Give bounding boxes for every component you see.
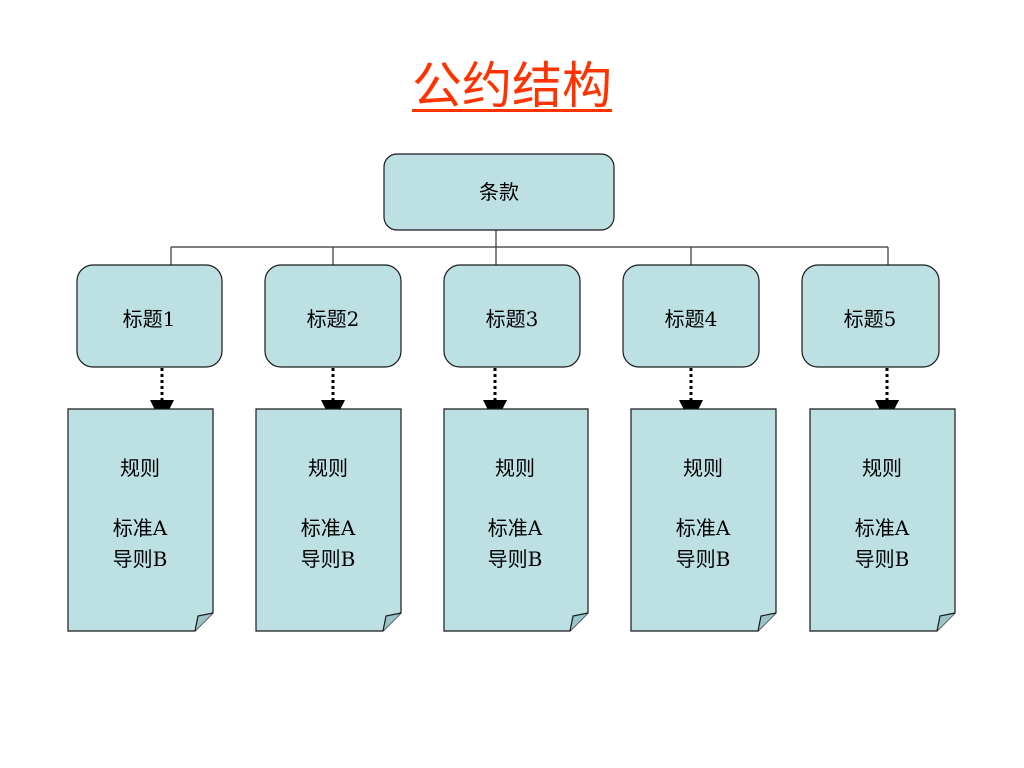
document-guide-5: 导则B: [855, 547, 910, 571]
document-standard-2: 标准A: [301, 516, 356, 540]
document-fold-2: [382, 612, 402, 632]
document-guide-2: 导则B: [301, 547, 356, 571]
heading-label-3: 标题3: [486, 307, 539, 331]
document-fold-4: [757, 612, 777, 632]
document-rule-2: 规则: [308, 456, 348, 480]
document-standard-1: 标准A: [113, 516, 168, 540]
document-standard-4: 标准A: [676, 516, 731, 540]
document-guide-3: 导则B: [488, 547, 543, 571]
document-rule-4: 规则: [683, 456, 723, 480]
heading-label-5: 标题5: [844, 307, 897, 331]
heading-node-2: 标题2: [264, 264, 402, 368]
document-rule-3: 规则: [495, 456, 535, 480]
document-node-2: 规则 标准A 导则B: [255, 408, 402, 632]
root-box: [383, 153, 615, 231]
dotted-arrows: [150, 368, 899, 424]
document-fold-3: [569, 612, 589, 632]
heading-box-4: [622, 264, 760, 368]
document-node-3: 规则 标准A 导则B: [443, 408, 589, 632]
document-rule-5: 规则: [862, 456, 902, 480]
heading-box-3: [443, 264, 581, 368]
heading-box-1: [76, 264, 223, 368]
heading-box-5: [801, 264, 940, 368]
document-guide-1: 导则B: [113, 547, 168, 571]
document-rule-1: 规则: [120, 456, 160, 480]
document-standard-5: 标准A: [855, 516, 910, 540]
root-label: 条款: [479, 180, 519, 204]
heading-node-1: 标题1: [76, 264, 223, 368]
document-standard-3: 标准A: [488, 516, 543, 540]
heading-box-2: [264, 264, 402, 368]
document-node-5: 规则 标准A 导则B: [809, 408, 956, 632]
heading-label-4: 标题4: [665, 307, 718, 331]
tree-connectors: [170, 230, 889, 265]
heading-node-4: 标题4: [622, 264, 760, 368]
heading-node-3: 标题3: [443, 264, 581, 368]
document-fold-5: [936, 612, 956, 632]
document-node-4: 规则 标准A 导则B: [630, 408, 777, 632]
document-guide-4: 导则B: [676, 547, 731, 571]
root-node: 条款: [383, 153, 615, 231]
heading-label-1: 标题1: [123, 307, 176, 331]
heading-node-5: 标题5: [801, 264, 940, 368]
document-fold-1: [194, 612, 214, 632]
page-title: 公约结构: [412, 57, 612, 115]
heading-label-2: 标题2: [307, 307, 360, 331]
document-node-1: 规则 标准A 导则B: [67, 408, 214, 632]
